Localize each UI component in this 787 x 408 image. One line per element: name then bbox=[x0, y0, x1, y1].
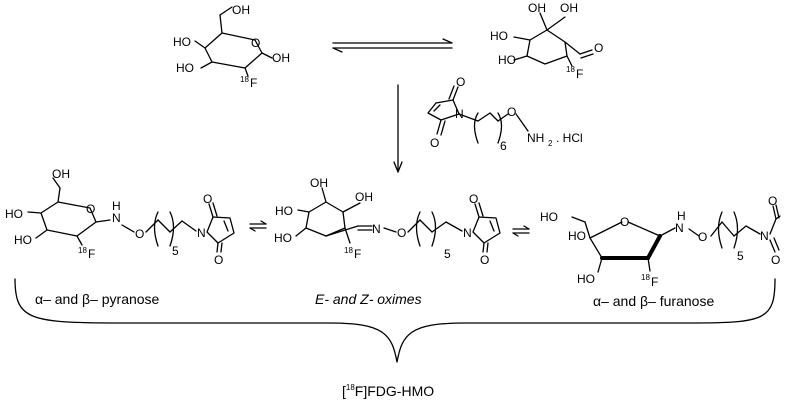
fluorine-label: F bbox=[250, 76, 257, 90]
hydrochloride-label: . HCl bbox=[556, 131, 583, 145]
label-oh: OH bbox=[355, 190, 373, 204]
carbonyl-oxygen-label: O bbox=[214, 253, 223, 267]
amine-nitrogen-label: N bbox=[675, 221, 684, 235]
amine-subscript: 2 bbox=[548, 139, 553, 148]
reaction-arrow-down bbox=[393, 84, 403, 173]
label-ho: HO bbox=[577, 272, 595, 286]
fluorine-label: F bbox=[576, 67, 583, 81]
fluorine-label: F bbox=[354, 247, 361, 261]
ether-oxygen-label: O bbox=[698, 230, 707, 244]
ring-oxygen-label: O bbox=[251, 36, 260, 50]
label-oh: OH bbox=[232, 3, 250, 17]
amine-hydrogen-label: H bbox=[677, 209, 686, 223]
oxime-nitrogen-label: N bbox=[372, 222, 381, 236]
oxime-oxygen-label: O bbox=[397, 226, 406, 240]
label-ho: HO bbox=[14, 233, 32, 247]
label-oh: OH bbox=[560, 1, 578, 15]
carbonyl-oxygen-label: O bbox=[203, 192, 212, 206]
label-oh: OH bbox=[272, 51, 290, 65]
carbonyl-oxygen-label: O bbox=[430, 136, 439, 150]
imide-nitrogen-label: N bbox=[760, 229, 769, 243]
carbonyl-oxygen-label: O bbox=[480, 253, 489, 267]
ring-oxygen-label: O bbox=[620, 215, 629, 229]
fdg-pyranose-top: OH HO HO O OH 18 F bbox=[173, 3, 290, 90]
label-ho: HO bbox=[498, 53, 516, 67]
fdg-open-chain-aldehyde: OH OH HO HO O 18 F bbox=[490, 1, 603, 81]
fluorine-label: F bbox=[88, 247, 95, 261]
label-ho: HO bbox=[274, 231, 292, 245]
equilibrium-arrow-right bbox=[512, 225, 530, 237]
label-oh: OH bbox=[528, 1, 546, 15]
ether-oxygen-label: O bbox=[135, 227, 144, 241]
carbonyl-oxygen-label: O bbox=[469, 192, 478, 206]
oximes-caption: E- and Z- oximes bbox=[315, 291, 422, 307]
ring-oxygen-label: O bbox=[86, 202, 95, 216]
label-ho: HO bbox=[490, 29, 508, 43]
label-ho: HO bbox=[568, 229, 586, 243]
furanose-caption: α– and β– furanose bbox=[593, 293, 714, 309]
aldehyde-oxygen-label: O bbox=[594, 41, 603, 55]
label-oh: OH bbox=[310, 176, 328, 190]
isotope-mass-label: 18 bbox=[240, 75, 249, 84]
chain-repeat-count: 6 bbox=[500, 139, 507, 153]
equilibrium-arrow-left bbox=[249, 220, 267, 232]
isotope-mass-label: 18 bbox=[344, 246, 353, 255]
chain-repeat-count: 5 bbox=[172, 244, 179, 258]
imide-nitrogen-label: N bbox=[463, 226, 472, 240]
label-ho: HO bbox=[5, 207, 23, 221]
label-ho: HO bbox=[176, 61, 194, 75]
amine-nitrogen-label: N bbox=[112, 211, 121, 225]
imide-nitrogen-label: N bbox=[455, 107, 464, 121]
fluorine-label: F bbox=[651, 275, 658, 289]
label-ho: HO bbox=[173, 35, 191, 49]
oxime-conjugate: OH OH HO HO N O 5 N O O 18 F bbox=[274, 176, 501, 267]
carbonyl-oxygen-label: O bbox=[768, 194, 777, 208]
carbonyl-oxygen-label: O bbox=[456, 75, 465, 89]
maleimide-hexyl-aminooxy-reagent: O O N O 6 NH 2 . HCl bbox=[427, 75, 583, 153]
amine-hydrogen-label: H bbox=[112, 199, 121, 213]
imide-nitrogen-label: N bbox=[197, 226, 206, 240]
isotope-mass-label: 18 bbox=[78, 246, 87, 255]
grouping-brace bbox=[14, 278, 776, 363]
pyranose-conjugate: OH HO HO O N H O 5 N O O 18 F bbox=[5, 167, 235, 267]
furanose-conjugate: HO HO O HO N H O 5 N O O 18 F bbox=[540, 194, 781, 289]
label-ho: HO bbox=[275, 204, 293, 218]
carbonyl-oxygen-label: O bbox=[771, 253, 780, 267]
pyranose-caption: α– and β– pyranose bbox=[35, 291, 160, 307]
amine-label: NH bbox=[527, 131, 544, 145]
isotope-mass-label: 18 bbox=[566, 65, 575, 74]
equilibrium-arrow-top bbox=[332, 38, 453, 53]
ether-oxygen-label: O bbox=[507, 105, 516, 119]
chain-repeat-count: 5 bbox=[444, 247, 451, 261]
chain-repeat-count: 5 bbox=[737, 249, 744, 263]
isotope-mass-label: 18 bbox=[641, 273, 650, 282]
label-ho: HO bbox=[540, 210, 558, 224]
label-oh: OH bbox=[52, 167, 70, 181]
product-label: [18F]FDG-HMO bbox=[342, 383, 434, 399]
